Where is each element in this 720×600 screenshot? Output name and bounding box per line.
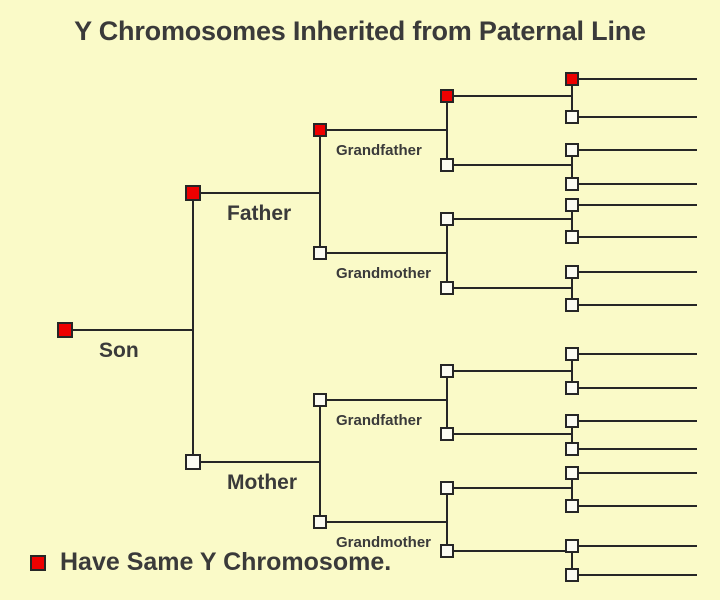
- legend-label: Have Same Y Chromosome.: [60, 548, 392, 576]
- connector-line: [579, 204, 697, 206]
- person-node-ff[interactable]: [313, 123, 327, 137]
- connector-line: [454, 370, 573, 372]
- person-node-g5g[interactable]: [565, 265, 579, 279]
- connector-line: [73, 329, 194, 331]
- page-title: Y Chromosomes Inherited from Paternal Li…: [74, 16, 646, 46]
- connector-line: [319, 130, 321, 253]
- connector-line: [454, 487, 573, 489]
- person-node-g5j[interactable]: [565, 381, 579, 395]
- person-label-f: Father: [227, 202, 292, 225]
- person-node-g5i[interactable]: [565, 347, 579, 361]
- connector-line: [571, 354, 573, 388]
- connector-line: [327, 129, 448, 131]
- person-label-fm: Grandmother: [336, 265, 432, 282]
- connector-line: [579, 149, 697, 151]
- person-node-mm[interactable]: [313, 515, 327, 529]
- person-node-g5e[interactable]: [565, 198, 579, 212]
- connector-line: [446, 219, 448, 288]
- connector-line: [579, 545, 697, 547]
- connector-line: [192, 193, 194, 462]
- person-node-fm[interactable]: [313, 246, 327, 260]
- person-node-g5k[interactable]: [565, 414, 579, 428]
- connector-line: [446, 488, 448, 551]
- person-node-fmf[interactable]: [440, 212, 454, 226]
- connector-line: [201, 192, 321, 194]
- connector-line: [571, 79, 573, 117]
- person-label-m: Mother: [227, 471, 297, 494]
- person-label-mf: Grandfather: [336, 412, 422, 429]
- connector-line: [571, 546, 573, 575]
- connector-line: [579, 304, 697, 306]
- connector-line: [454, 287, 573, 289]
- connector-line: [579, 448, 697, 450]
- connector-line: [319, 400, 321, 522]
- connector-line: [579, 78, 697, 80]
- person-node-mfm[interactable]: [440, 427, 454, 441]
- connector-line: [327, 521, 448, 523]
- connector-line: [454, 218, 573, 220]
- person-node-g5b[interactable]: [565, 110, 579, 124]
- person-node-fff[interactable]: [440, 89, 454, 103]
- person-label-son: Son: [99, 339, 139, 362]
- connector-line: [571, 205, 573, 237]
- connector-line: [454, 164, 573, 166]
- person-node-ffm[interactable]: [440, 158, 454, 172]
- connector-line: [571, 272, 573, 305]
- connector-line: [579, 183, 697, 185]
- person-node-mmf[interactable]: [440, 481, 454, 495]
- connector-line: [579, 505, 697, 507]
- connector-line: [571, 421, 573, 449]
- connector-line: [454, 550, 573, 552]
- connector-line: [579, 353, 697, 355]
- connector-line: [579, 574, 697, 576]
- person-node-g5h[interactable]: [565, 298, 579, 312]
- connector-line: [579, 420, 697, 422]
- person-node-m[interactable]: [185, 454, 201, 470]
- person-node-fmm[interactable]: [440, 281, 454, 295]
- person-node-g5c[interactable]: [565, 143, 579, 157]
- connector-line: [327, 399, 448, 401]
- connector-line: [454, 433, 573, 435]
- connector-line: [579, 236, 697, 238]
- person-node-g5l[interactable]: [565, 442, 579, 456]
- connector-line: [579, 271, 697, 273]
- connector-line: [201, 461, 321, 463]
- person-node-son[interactable]: [57, 322, 73, 338]
- connector-line: [579, 116, 697, 118]
- connector-line: [454, 95, 573, 97]
- connector-line: [579, 472, 697, 474]
- person-node-f[interactable]: [185, 185, 201, 201]
- connector-line: [571, 150, 573, 184]
- person-node-g5d[interactable]: [565, 177, 579, 191]
- person-node-g5o[interactable]: [565, 539, 579, 553]
- legend: Have Same Y Chromosome.: [30, 548, 391, 577]
- person-node-g5m[interactable]: [565, 466, 579, 480]
- person-node-g5n[interactable]: [565, 499, 579, 513]
- connector-line: [327, 252, 448, 254]
- connector-line: [571, 473, 573, 506]
- person-node-g5p[interactable]: [565, 568, 579, 582]
- connector-line: [579, 387, 697, 389]
- connector-line: [446, 371, 448, 434]
- red-square-icon: [30, 554, 46, 571]
- person-label-ff: Grandfather: [336, 142, 422, 159]
- person-node-g5a[interactable]: [565, 72, 579, 86]
- person-node-g5f[interactable]: [565, 230, 579, 244]
- person-node-mmm[interactable]: [440, 544, 454, 558]
- person-label-mm: Grandmother: [336, 534, 432, 551]
- person-node-mf[interactable]: [313, 393, 327, 407]
- person-node-mff[interactable]: [440, 364, 454, 378]
- connector-line: [446, 96, 448, 165]
